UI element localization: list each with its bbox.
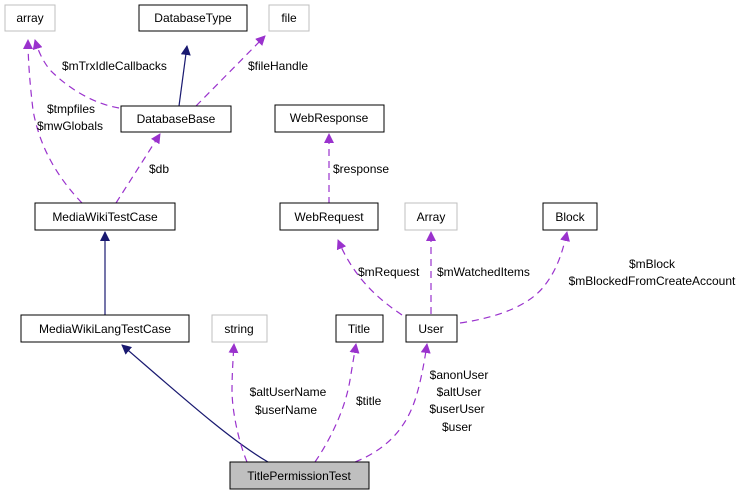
edge-user-to-block	[459, 231, 570, 324]
edge-titlepermissiontest-to-string	[228, 343, 248, 463]
edge-titlepermissiontest-to-user	[354, 343, 431, 463]
edge-label-filehandle: $fileHandle	[248, 59, 308, 73]
node-user[interactable]: User	[405, 314, 458, 343]
node-mediawikitestcase-label: MediaWikiTestCase	[52, 210, 158, 224]
node-databasebase[interactable]: DatabaseBase	[120, 105, 232, 133]
edge-labels: $mTrxIdleCallbacks $fileHandle $tmpfiles…	[37, 59, 736, 434]
edge-label-mwglobals: $mwGlobals	[37, 119, 103, 133]
node-mediawikitestcase[interactable]: MediaWikiTestCase	[34, 202, 176, 231]
node-webrequest[interactable]: WebRequest	[279, 202, 379, 231]
node-databasetype-label: DatabaseType	[154, 11, 232, 25]
node-webresponse[interactable]: WebResponse	[274, 104, 385, 133]
edge-label-db: $db	[149, 162, 169, 176]
node-array-capital[interactable]: Array	[404, 202, 458, 231]
node-array-label: array	[16, 11, 43, 25]
node-mediawikilangtestcase-label: MediaWikiLangTestCase	[39, 322, 171, 336]
edge-label-tmpfiles: $tmpfiles	[47, 102, 95, 116]
edge-databasebase-to-databasetype	[178, 45, 191, 107]
edge-mediawikitestcase-to-databasebase	[115, 133, 161, 204]
node-user-label: User	[418, 322, 443, 336]
node-titlepermissiontest-label: TitlePermissionTest	[247, 469, 351, 483]
node-array-capital-label: Array	[417, 210, 446, 224]
node-block[interactable]: Block	[542, 202, 598, 231]
node-titlepermissiontest[interactable]: TitlePermissionTest	[229, 461, 370, 490]
node-file[interactable]: file	[268, 4, 310, 32]
node-block-label: Block	[555, 210, 585, 224]
edge-label-response: $response	[333, 162, 389, 176]
node-webresponse-label: WebResponse	[290, 111, 369, 125]
edge-label-mblock: $mBlock	[629, 257, 676, 271]
node-mediawikilangtestcase[interactable]: MediaWikiLangTestCase	[20, 314, 190, 343]
edge-databasebase-to-array	[32, 39, 120, 109]
edge-label-mblockedfromcreateaccount: $mBlockedFromCreateAccount	[569, 274, 736, 288]
node-title[interactable]: Title	[335, 314, 384, 343]
node-databasebase-label: DatabaseBase	[137, 112, 216, 126]
edge-label-title: $title	[356, 394, 382, 408]
node-string-label: string	[224, 322, 253, 336]
edge-label-useruser: $userUser	[429, 402, 484, 416]
node-title-label: Title	[348, 322, 371, 336]
edge-label-mtrxidlecallbacks: $mTrxIdleCallbacks	[62, 59, 167, 73]
edge-label-user: $user	[442, 420, 472, 434]
edge-mediawikitestcase-to-array	[23, 39, 83, 204]
edge-label-altusername: $altUserName	[250, 385, 327, 399]
edge-databasebase-to-file	[195, 35, 266, 107]
edge-titlepermissiontest-to-mediawikilangtestcase	[121, 344, 269, 463]
edge-label-mrequest: $mRequest	[358, 265, 420, 279]
node-string[interactable]: string	[211, 314, 268, 343]
node-webrequest-label: WebRequest	[294, 210, 364, 224]
edge-label-altuser: $altUser	[437, 385, 482, 399]
edges	[23, 35, 570, 463]
node-databasetype[interactable]: DatabaseType	[138, 4, 248, 32]
node-file-label: file	[281, 11, 297, 25]
edge-user-to-webrequest	[336, 239, 403, 316]
edge-label-username: $userName	[255, 403, 317, 417]
edge-label-mwatcheditems: $mWatchedItems	[437, 265, 530, 279]
edge-titlepermissiontest-to-title	[314, 343, 360, 463]
node-array[interactable]: array	[4, 4, 56, 32]
edge-label-anonuser: $anonUser	[430, 368, 489, 382]
